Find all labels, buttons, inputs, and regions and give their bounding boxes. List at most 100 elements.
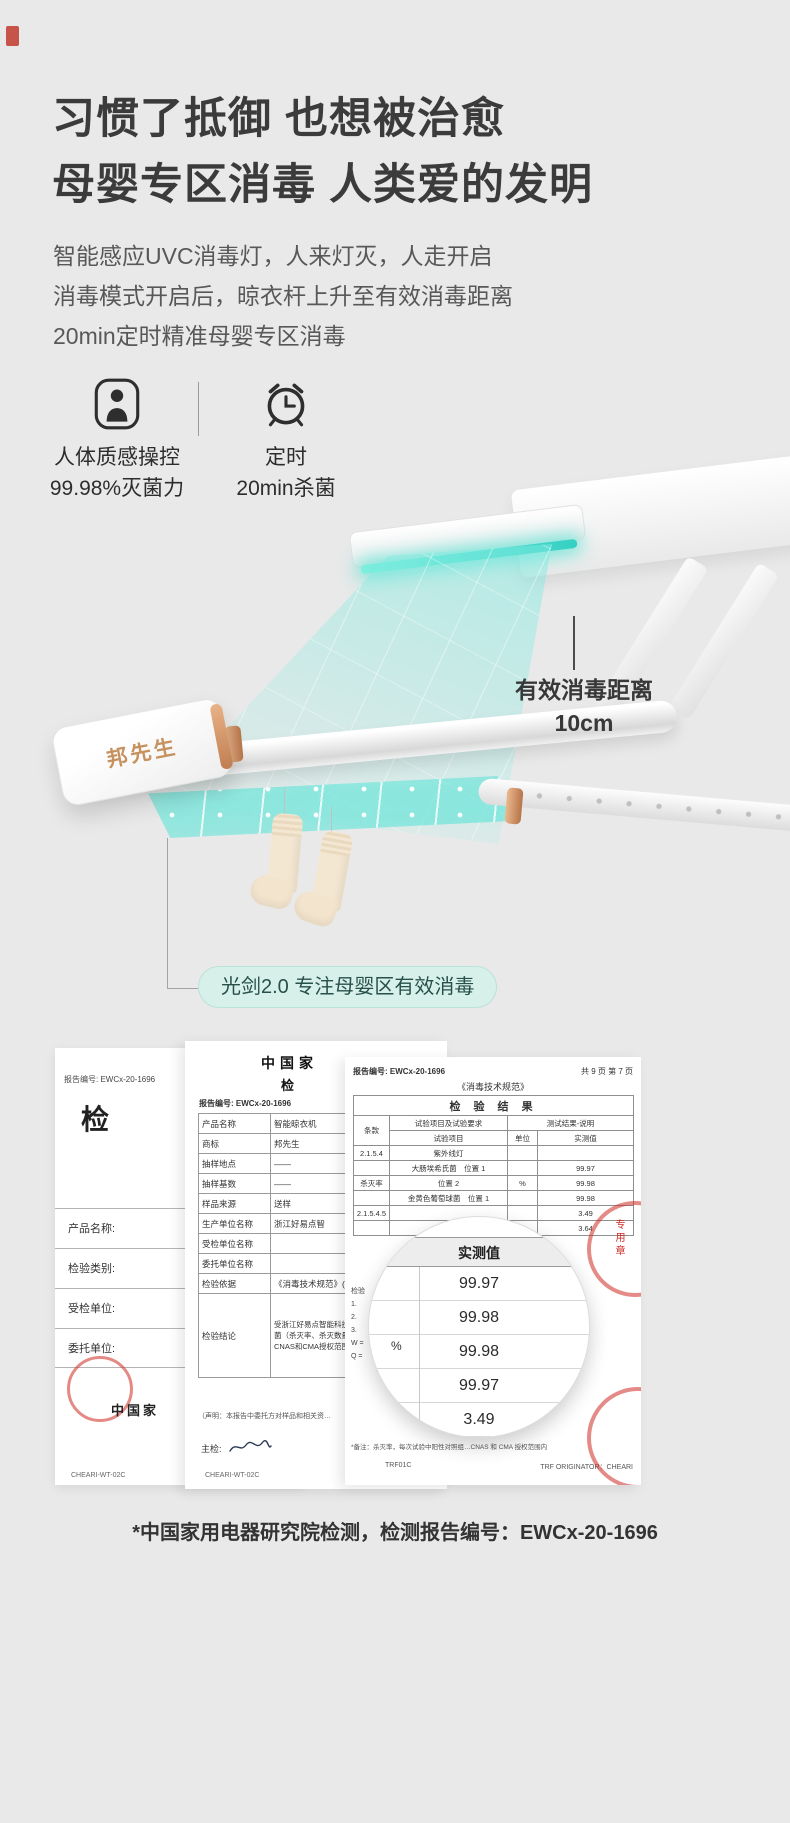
col-header: 测试结果-说明 <box>506 1115 635 1131</box>
report-field-list: 产品名称: 检验类别: 受检单位: 委托单位: <box>55 1208 305 1368</box>
side-note: 检验 <box>351 1288 365 1295</box>
report-number: 报告编号: EWCx-20-1696 <box>353 1067 446 1076</box>
magnifier-unit: % <box>391 1339 402 1353</box>
col-header: 单位 <box>507 1130 538 1146</box>
report-field: 检验类别: <box>55 1248 305 1288</box>
side-note: 1. <box>351 1301 357 1308</box>
magnifier-circle: 实测值 99.97 99.98 99.98 99.97 3.49 % <box>368 1216 590 1438</box>
side-note: 3. <box>351 1327 357 1334</box>
feature-label: 99.98%灭菌力 <box>49 477 185 500</box>
cell-item: 金黄色葡萄球菌 位置 1 <box>389 1190 508 1206</box>
cell-label: 抽样基数 <box>198 1173 271 1194</box>
hanger-line <box>331 806 332 834</box>
cell-unit: % <box>507 1175 538 1191</box>
hero-desc-line3: 20min定时精准母婴专区消毒 <box>53 323 346 349</box>
hero-title: 习惯了抵御 也想被治愈 母婴专区消毒 人类爱的发明 <box>52 86 593 218</box>
cell-label: 抽样地点 <box>198 1153 271 1174</box>
magnified-value: 99.97 <box>369 1369 589 1403</box>
cell-clause: 2.1.5.4 <box>353 1145 390 1161</box>
person-sensor-icon <box>94 378 140 430</box>
feature-body-sensor: 人体质感操控 99.98%灭菌力 <box>42 374 192 504</box>
report-title-char: 检 <box>81 1104 122 1135</box>
report-header-row: 报告编号: EWCx-20-1696 共 9 页 第 7 页 <box>353 1066 633 1077</box>
badge-connector-line <box>167 838 168 988</box>
distance-value: 10cm <box>554 710 614 736</box>
test-report-footnote: *中国家用电器研究院检测，检测报告编号：EWCx-20-1696 <box>132 1522 658 1544</box>
hero-desc-line2: 消毒模式开启后，晾衣杆上升至有效消毒距离 <box>53 283 513 309</box>
institute-header: 中国家 <box>261 1055 318 1071</box>
hanger-line <box>284 788 285 816</box>
magnifier-header: 实测值 <box>369 1237 589 1267</box>
feature-label: 人体质感操控 <box>54 446 180 469</box>
product-visual: 邦先生 有效消毒距离 10cm <box>0 454 790 1010</box>
stamp-text: 专用章 <box>613 1219 624 1258</box>
report-field: 受检单位: <box>55 1288 305 1328</box>
distance-label: 有效消毒距离 10cm <box>496 674 672 740</box>
report-bottom-row: TRF01C TRF ORIGINATOR：CHEARI <box>353 1462 633 1472</box>
cell-item: 位置 2 <box>389 1175 508 1191</box>
feature-label: 定时 <box>265 446 307 469</box>
side-notes: 检验 1. 2. 3. W = Q = <box>351 1285 411 1363</box>
cell-label: 生产单位名称 <box>198 1213 271 1234</box>
table-header-row: 试验项目 单位 实测值 <box>354 1130 635 1146</box>
rear-drying-rod <box>477 777 790 833</box>
side-note: W = <box>351 1340 364 1347</box>
results-table: 检 验 结 果 条款 试验项目及试验要求 测试结果-说明 试验项目 单位 实测值… <box>352 1095 635 1236</box>
form-code: CHEARI-WT-02C <box>205 1472 260 1479</box>
cell-item: 大肠埃希氏菌 位置 1 <box>389 1160 508 1176</box>
cell-label: 产品名称 <box>198 1113 271 1134</box>
col-header: 试验项目及试验要求 <box>389 1115 508 1131</box>
cell-unit <box>507 1145 538 1161</box>
hero-description: 智能感应UVC消毒灯，人来灯灭，人走开启 消毒模式开启后，晾衣杆上升至有效消毒距… <box>53 236 513 356</box>
report-footnote: *备注：杀灭率，每次试验中阳性对照组…CNAS 和 CMA 授权范围内 <box>351 1444 548 1451</box>
feature-timer: 定时 20min杀菌 <box>211 374 361 504</box>
table-title: 检 验 结 果 <box>352 1095 635 1116</box>
cell-label: 样品来源 <box>198 1193 271 1214</box>
uv-feature-badge: 光剑2.0 专注母婴区有效消毒 <box>198 966 498 1008</box>
cell-label: 检验依据 <box>198 1273 271 1294</box>
institute-name: 中国家 <box>111 1403 160 1418</box>
cell-clause <box>353 1160 390 1176</box>
hero-title-line1: 习惯了抵御 也想被治愈 <box>52 95 505 143</box>
cell-item: 紫外线灯 <box>389 1145 508 1161</box>
examiner-row: 主检: <box>201 1439 272 1455</box>
col-header: 条款 <box>353 1115 390 1146</box>
side-note: Q = <box>351 1353 363 1360</box>
report-field: 委托单位: <box>55 1328 305 1368</box>
alarm-clock-icon <box>267 383 305 427</box>
cell-value <box>536 1145 635 1161</box>
cell-unit <box>507 1190 538 1206</box>
feature-list: 人体质感操控 99.98%灭菌力 定时 20min杀菌 <box>42 374 361 504</box>
examiner-signature <box>228 1440 272 1452</box>
page-indicator: 共 9 页 第 7 页 <box>580 1067 633 1076</box>
cell-clause <box>353 1190 390 1206</box>
table-caption-row: 检 验 结 果 <box>352 1095 635 1116</box>
cell-clause <box>353 1220 390 1236</box>
cell-label: 商标 <box>198 1133 271 1154</box>
report-document-right: 报告编号: EWCx-20-1696 共 9 页 第 7 页 《消毒技术规范》 … <box>345 1057 641 1485</box>
magnifier-column-divider <box>419 1267 420 1437</box>
corner-red-mark <box>6 26 19 46</box>
cell-clause: 杀灭率 <box>353 1175 390 1191</box>
hero-title-line2: 母婴专区消毒 人类爱的发明 <box>52 161 593 209</box>
side-note: 2. <box>351 1314 357 1321</box>
report-number: 报告编号: EWCx-20-1696 <box>64 1075 156 1084</box>
col-header: 试验项目 <box>389 1130 508 1146</box>
report-declaration: （声明：本报告中委托方对样品和相关资… <box>198 1413 331 1420</box>
cell-label: 委托单位名称 <box>198 1253 271 1274</box>
red-stamp-icon <box>67 1356 133 1422</box>
baby-sock <box>310 829 354 913</box>
examiner-label: 主检: <box>201 1444 222 1454</box>
hero-desc-line1: 智能感应UVC消毒灯，人来灯灭，人走开启 <box>53 243 493 269</box>
report-header-char: 检 <box>281 1078 304 1093</box>
spec-title: 《消毒技术规范》 <box>456 1082 529 1092</box>
magnified-value: 3.49 <box>369 1403 589 1437</box>
magnified-value: 99.98 <box>369 1335 589 1369</box>
rose-gold-ring <box>504 787 524 825</box>
report-field: 产品名称: <box>55 1208 305 1248</box>
baby-sock <box>266 812 304 894</box>
